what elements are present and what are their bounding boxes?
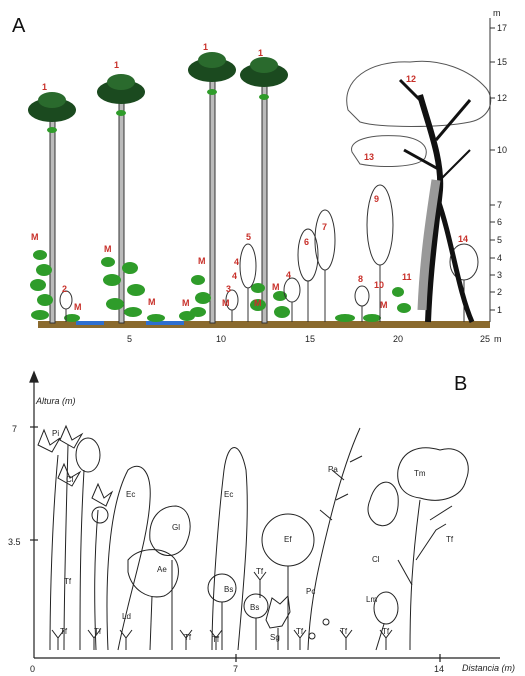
species-label: Tf <box>256 567 264 576</box>
tree-label: 5 <box>246 232 251 242</box>
species-label: Ld <box>122 612 131 621</box>
height-tick: 5 <box>497 235 502 245</box>
x-tick: 0 <box>30 664 35 674</box>
tree-label: 14 <box>458 234 468 244</box>
tree-label: 13 <box>364 152 374 162</box>
tree-label: 6 <box>304 237 309 247</box>
distance-tick: 20 <box>393 334 403 344</box>
tree-label: 1 <box>42 82 47 92</box>
height-tick: 4 <box>497 253 502 263</box>
marker-m: M <box>74 302 82 312</box>
species-label: Ef <box>284 535 292 544</box>
marker-m: M <box>148 297 156 307</box>
tree-label: 11 <box>402 272 412 282</box>
tree-label: 4 <box>234 257 239 267</box>
tree-label: 1 <box>258 48 263 58</box>
tree-label: 12 <box>406 74 416 84</box>
height-tick: 12 <box>497 93 507 103</box>
species-label: Sg <box>270 633 280 642</box>
species-label: Tf <box>382 627 390 636</box>
large-canopy-tree <box>347 61 491 322</box>
tree-label: 7 <box>322 222 327 232</box>
height-tick: 15 <box>497 57 507 67</box>
height-tick: 6 <box>497 217 502 227</box>
species-label: Pc <box>306 587 315 596</box>
tree-label: 2 <box>62 284 67 294</box>
species-label: Cl <box>372 555 380 564</box>
species-label: Cl <box>66 475 74 484</box>
marker-m: M <box>198 256 206 266</box>
panel-b-vegetation <box>38 426 468 650</box>
species-label: Ec <box>126 490 135 499</box>
species-label: Gl <box>172 523 180 532</box>
height-tick: 3 <box>497 270 502 280</box>
x-axis-title: Distancia (m) <box>462 663 515 673</box>
palm-tree <box>240 57 288 323</box>
x-tick: 7 <box>233 664 238 674</box>
species-label: Pa <box>328 465 338 474</box>
species-label: Pi <box>52 429 59 438</box>
marker-m: M <box>254 298 262 308</box>
distance-tick: 15 <box>305 334 315 344</box>
species-label: Tf <box>184 633 192 642</box>
tree-label: 10 <box>374 280 384 290</box>
x-tick: 14 <box>434 664 444 674</box>
height-tick: 1 <box>497 305 502 315</box>
species-label: Tf <box>212 635 220 644</box>
palm-trees <box>28 52 288 323</box>
species-label: Tf <box>64 577 72 586</box>
tree-label: 1 <box>114 60 119 70</box>
species-label: Tf <box>296 627 304 636</box>
species-label: Tf <box>94 627 102 636</box>
panel-b-label: B <box>454 373 467 395</box>
panel-b-axes <box>30 372 500 662</box>
height-tick: 2 <box>497 287 502 297</box>
species-label: Tf <box>340 627 348 636</box>
species-label: Tm <box>414 469 426 478</box>
distance-tick: 10 <box>216 334 226 344</box>
tree-label: 4 <box>286 270 291 280</box>
panel-a-height-axis <box>490 18 495 322</box>
height-axis-unit: m <box>493 8 501 18</box>
distance-tick: 5 <box>127 334 132 344</box>
distance-tick: 25 <box>480 334 490 344</box>
tree-label: 9 <box>374 194 379 204</box>
marker-m: M <box>31 232 39 242</box>
distance-axis-unit: m <box>494 334 502 344</box>
marker-m: M <box>272 282 280 292</box>
species-label: Bs <box>250 603 259 612</box>
species-label: Tf <box>446 535 454 544</box>
panel-a-label: A <box>12 15 26 37</box>
height-tick: 10 <box>497 145 507 155</box>
y-tick: 7 <box>12 424 17 434</box>
tree-label: 4 <box>232 271 237 281</box>
tree-label: 1 <box>203 42 208 52</box>
understory-shrubs <box>30 250 411 322</box>
tree-label: 3 <box>226 284 231 294</box>
marker-m: M <box>104 244 112 254</box>
species-label: Lm <box>366 595 377 604</box>
height-tick: 7 <box>497 200 502 210</box>
marker-m: M <box>380 300 388 310</box>
height-tick: 17 <box>497 23 507 33</box>
y-axis-title: Altura (m) <box>35 396 76 406</box>
marker-m: M <box>222 298 230 308</box>
species-label: Bs <box>224 585 233 594</box>
species-label: Ae <box>157 565 167 574</box>
marker-m: M <box>182 298 190 308</box>
tree-label: 8 <box>358 274 363 284</box>
y-tick: 3.5 <box>8 537 21 547</box>
species-label: Ec <box>224 490 233 499</box>
species-label: Tf <box>60 627 68 636</box>
